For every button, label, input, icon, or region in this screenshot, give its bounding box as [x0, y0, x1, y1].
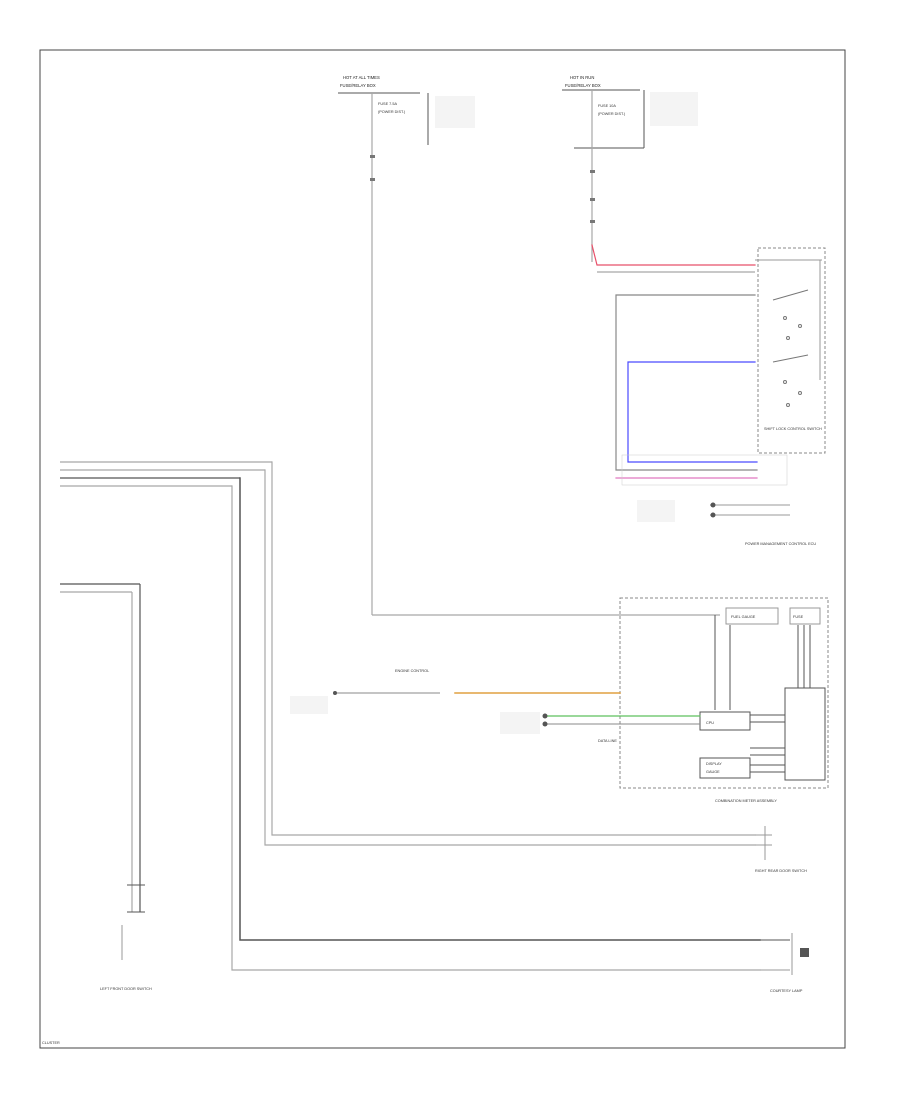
- wire-door-switch-a: [271, 461, 756, 836]
- wire-door-switch-b: [264, 469, 756, 846]
- cluster-display: DISPLAY: [706, 762, 722, 766]
- fuse-right-ref: (POWER DIST.): [598, 112, 626, 116]
- cluster-cpu: CPU: [706, 721, 714, 725]
- left-door-switch-label: LEFT FRONT DOOR SWITCH: [100, 987, 152, 991]
- data-left: DATA LINE: [598, 739, 617, 743]
- left-harness: [60, 461, 761, 971]
- courtesy-lamp-label: COURTESY LAMP: [770, 989, 803, 993]
- wire-blue-signal: [627, 361, 758, 463]
- footer-tag: CLUSTER: [42, 1041, 60, 1045]
- switch-upper-name: SHIFT LOCK CONTROL SWITCH: [764, 427, 822, 431]
- fuse-left-fuse: FUSE 7.5A: [378, 102, 397, 106]
- fuse-block-right: HOT IN RUN FUSE/RELAY BOX FUSE 10A (POWE…: [562, 75, 756, 266]
- fuse-left-header: HOT AT ALL TIMES: [343, 75, 380, 80]
- cluster-fuse: FUSE: [793, 615, 804, 619]
- lamp-icon: [800, 948, 809, 957]
- fuse-right-header: HOT IN RUN: [570, 75, 594, 80]
- engine-name: ENGINE CONTROL: [395, 669, 429, 673]
- left-door-switch: LEFT FRONT DOOR SWITCH: [60, 583, 152, 991]
- power-management-connector: POWER MANAGEMENT CONTROL ECU: [637, 500, 816, 546]
- shift-lock-switch: SHIFT LOCK CONTROL SWITCH: [597, 247, 826, 486]
- right-door-switch: RIGHT REAR DOOR SWITCH: [755, 826, 807, 873]
- cluster-fuel: FUEL GAUGE: [731, 615, 756, 619]
- power-mgmt-name: POWER MANAGEMENT CONTROL ECU: [745, 542, 816, 546]
- diagram-frame: [39, 49, 846, 1049]
- data-line-connector: DATA LINE: [500, 712, 701, 743]
- cluster-name: COMBINATION METER ASSEMBLY: [715, 799, 777, 803]
- right-door-switch-label: RIGHT REAR DOOR SWITCH: [755, 869, 807, 873]
- wire-red-power: [591, 244, 756, 266]
- combination-meter: FUEL GAUGE FUSE CPU DISPLAY GAUGE COMBIN…: [372, 597, 829, 803]
- fuse-right-fuse: FUSE 10A: [598, 104, 616, 108]
- cluster-gauge: GAUGE: [706, 770, 720, 774]
- wire-courtesy-lamp-b: [231, 485, 761, 971]
- engine-control-connector: ENGINE CONTROL: [290, 669, 621, 714]
- fuse-left-box: FUSE/RELAY BOX: [340, 83, 376, 88]
- fuse-right-box: FUSE/RELAY BOX: [565, 83, 601, 88]
- wire-courtesy-lamp-a: [239, 477, 761, 941]
- fuse-left-ref: (POWER DIST.): [378, 110, 406, 114]
- fuse-block-left: HOT AT ALL TIMES FUSE/RELAY BOX FUSE 7.5…: [338, 75, 475, 615]
- courtesy-lamp: COURTESY LAMP: [760, 933, 809, 993]
